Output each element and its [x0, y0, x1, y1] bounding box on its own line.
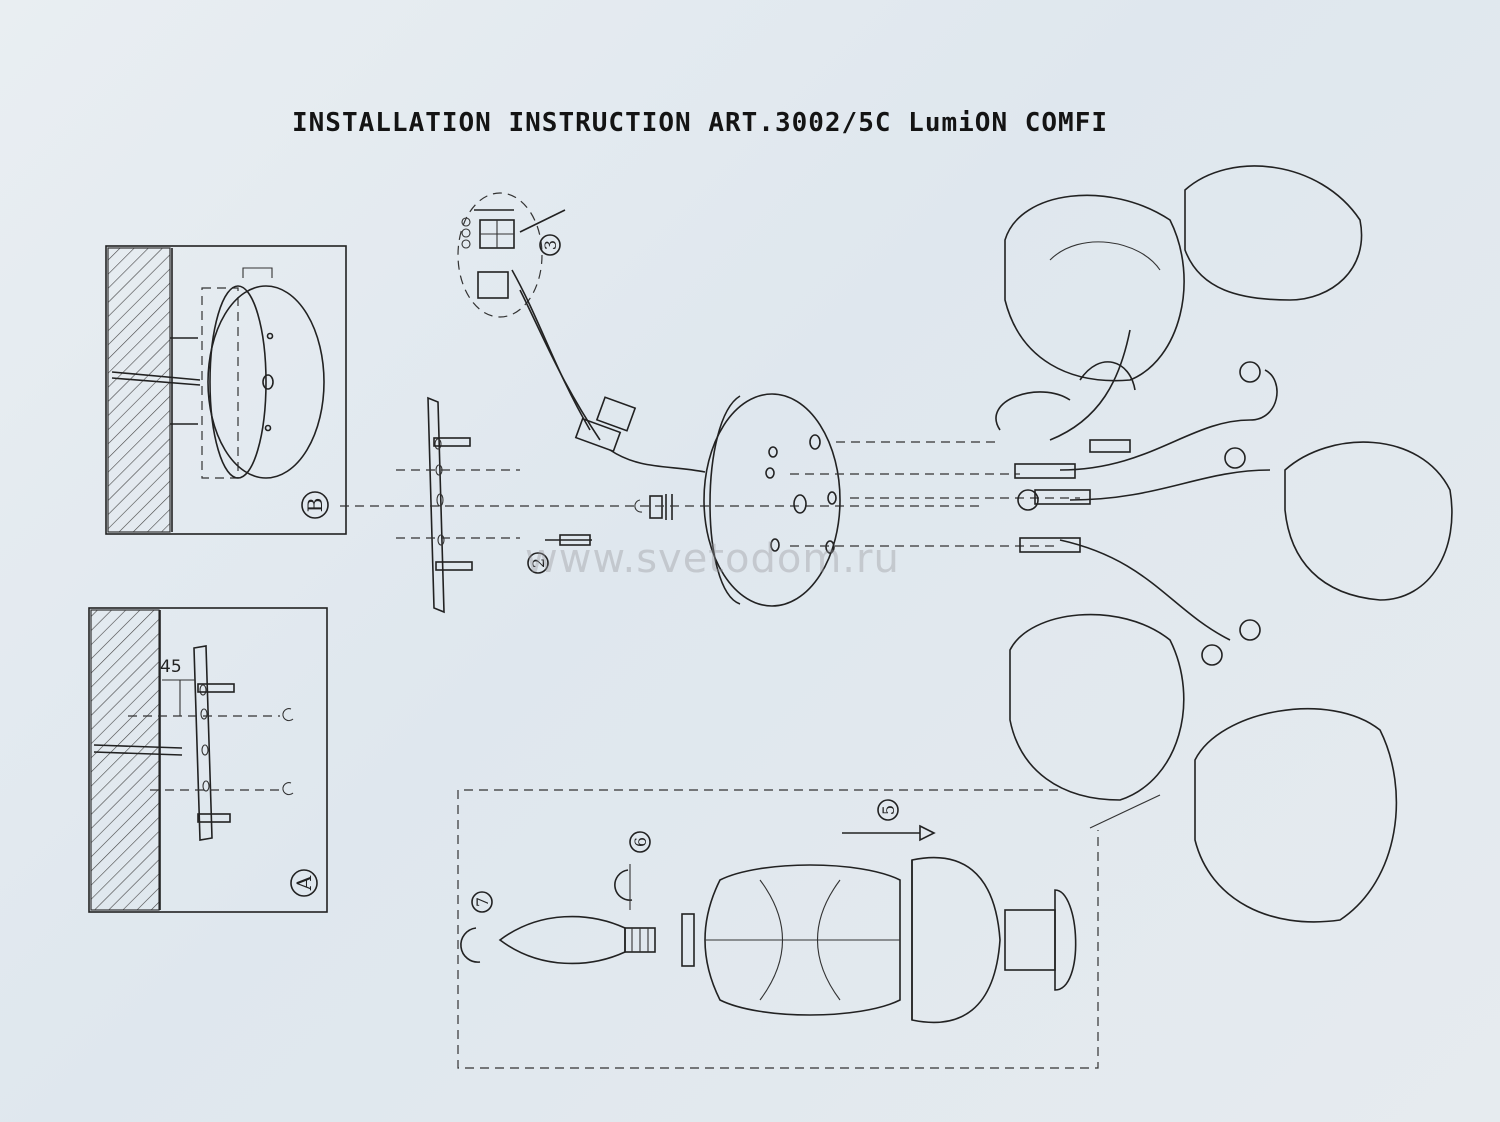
bulb-assembly-detail: 5 6 7: [457, 789, 1161, 1069]
glass-shade: [1184, 165, 1363, 301]
panel-b-label: B: [303, 498, 327, 513]
screwdriver-icon: [519, 209, 566, 233]
wiring-detail: 3: [457, 192, 706, 473]
step-2-badge: [527, 552, 549, 574]
junction-box: [477, 271, 509, 299]
step-6-badge: [629, 831, 651, 853]
chandelier: [995, 165, 1453, 923]
connector: [574, 417, 622, 453]
panel-b-frame: [105, 245, 347, 535]
panel-a-badge: [290, 869, 318, 897]
fixing-ring: [681, 913, 695, 967]
step-7-badge: [471, 891, 493, 913]
step-2-number: 2: [529, 558, 548, 568]
glass-shade: [1004, 194, 1185, 382]
candle-socket: [1014, 463, 1076, 479]
step-3-number: 3: [541, 240, 560, 250]
tulip-shade: [704, 864, 901, 1016]
step-7-number: 7: [473, 897, 492, 907]
bolt: [197, 813, 231, 823]
bolt: [197, 683, 235, 693]
canopy-disc: [207, 285, 325, 479]
panel-a-label: A: [292, 875, 316, 891]
panel-b-badge: [301, 491, 329, 519]
mounting-bar: [193, 645, 213, 841]
panel-a: 45 A: [88, 607, 328, 913]
glass-shade: [1284, 441, 1453, 601]
step-3-badge: [539, 234, 561, 256]
wiring-inset: [457, 192, 543, 318]
page-title: INSTALLATION INSTRUCTION ART.3002/5C Lum…: [292, 108, 1109, 138]
panel-a-frame: [88, 607, 328, 913]
nut: [649, 495, 663, 519]
step-6-number: 6: [631, 837, 650, 847]
watermark: www.svetodom.ru: [525, 536, 900, 582]
bulb-icon: [498, 915, 626, 965]
glass-shade: [1194, 707, 1398, 923]
glass-shade: [1009, 613, 1185, 801]
wall-hatch-b: [107, 247, 171, 533]
panel-b: B: [105, 245, 347, 535]
decorative-holder: [911, 856, 1001, 1024]
wall-hatch-a: [90, 609, 160, 911]
detail-frame: [457, 789, 1099, 1069]
ceiling-canopy: [703, 393, 841, 607]
rotate-icon: [460, 927, 481, 963]
mounting-assembly: 2: [340, 393, 1080, 614]
lamp-socket: [1004, 909, 1056, 971]
step-5-badge: [877, 799, 899, 821]
canopy-outline: [201, 287, 239, 479]
dimension-45: 45: [160, 657, 182, 677]
step-5-number: 5: [879, 805, 898, 815]
rotate-icon: [614, 869, 633, 901]
